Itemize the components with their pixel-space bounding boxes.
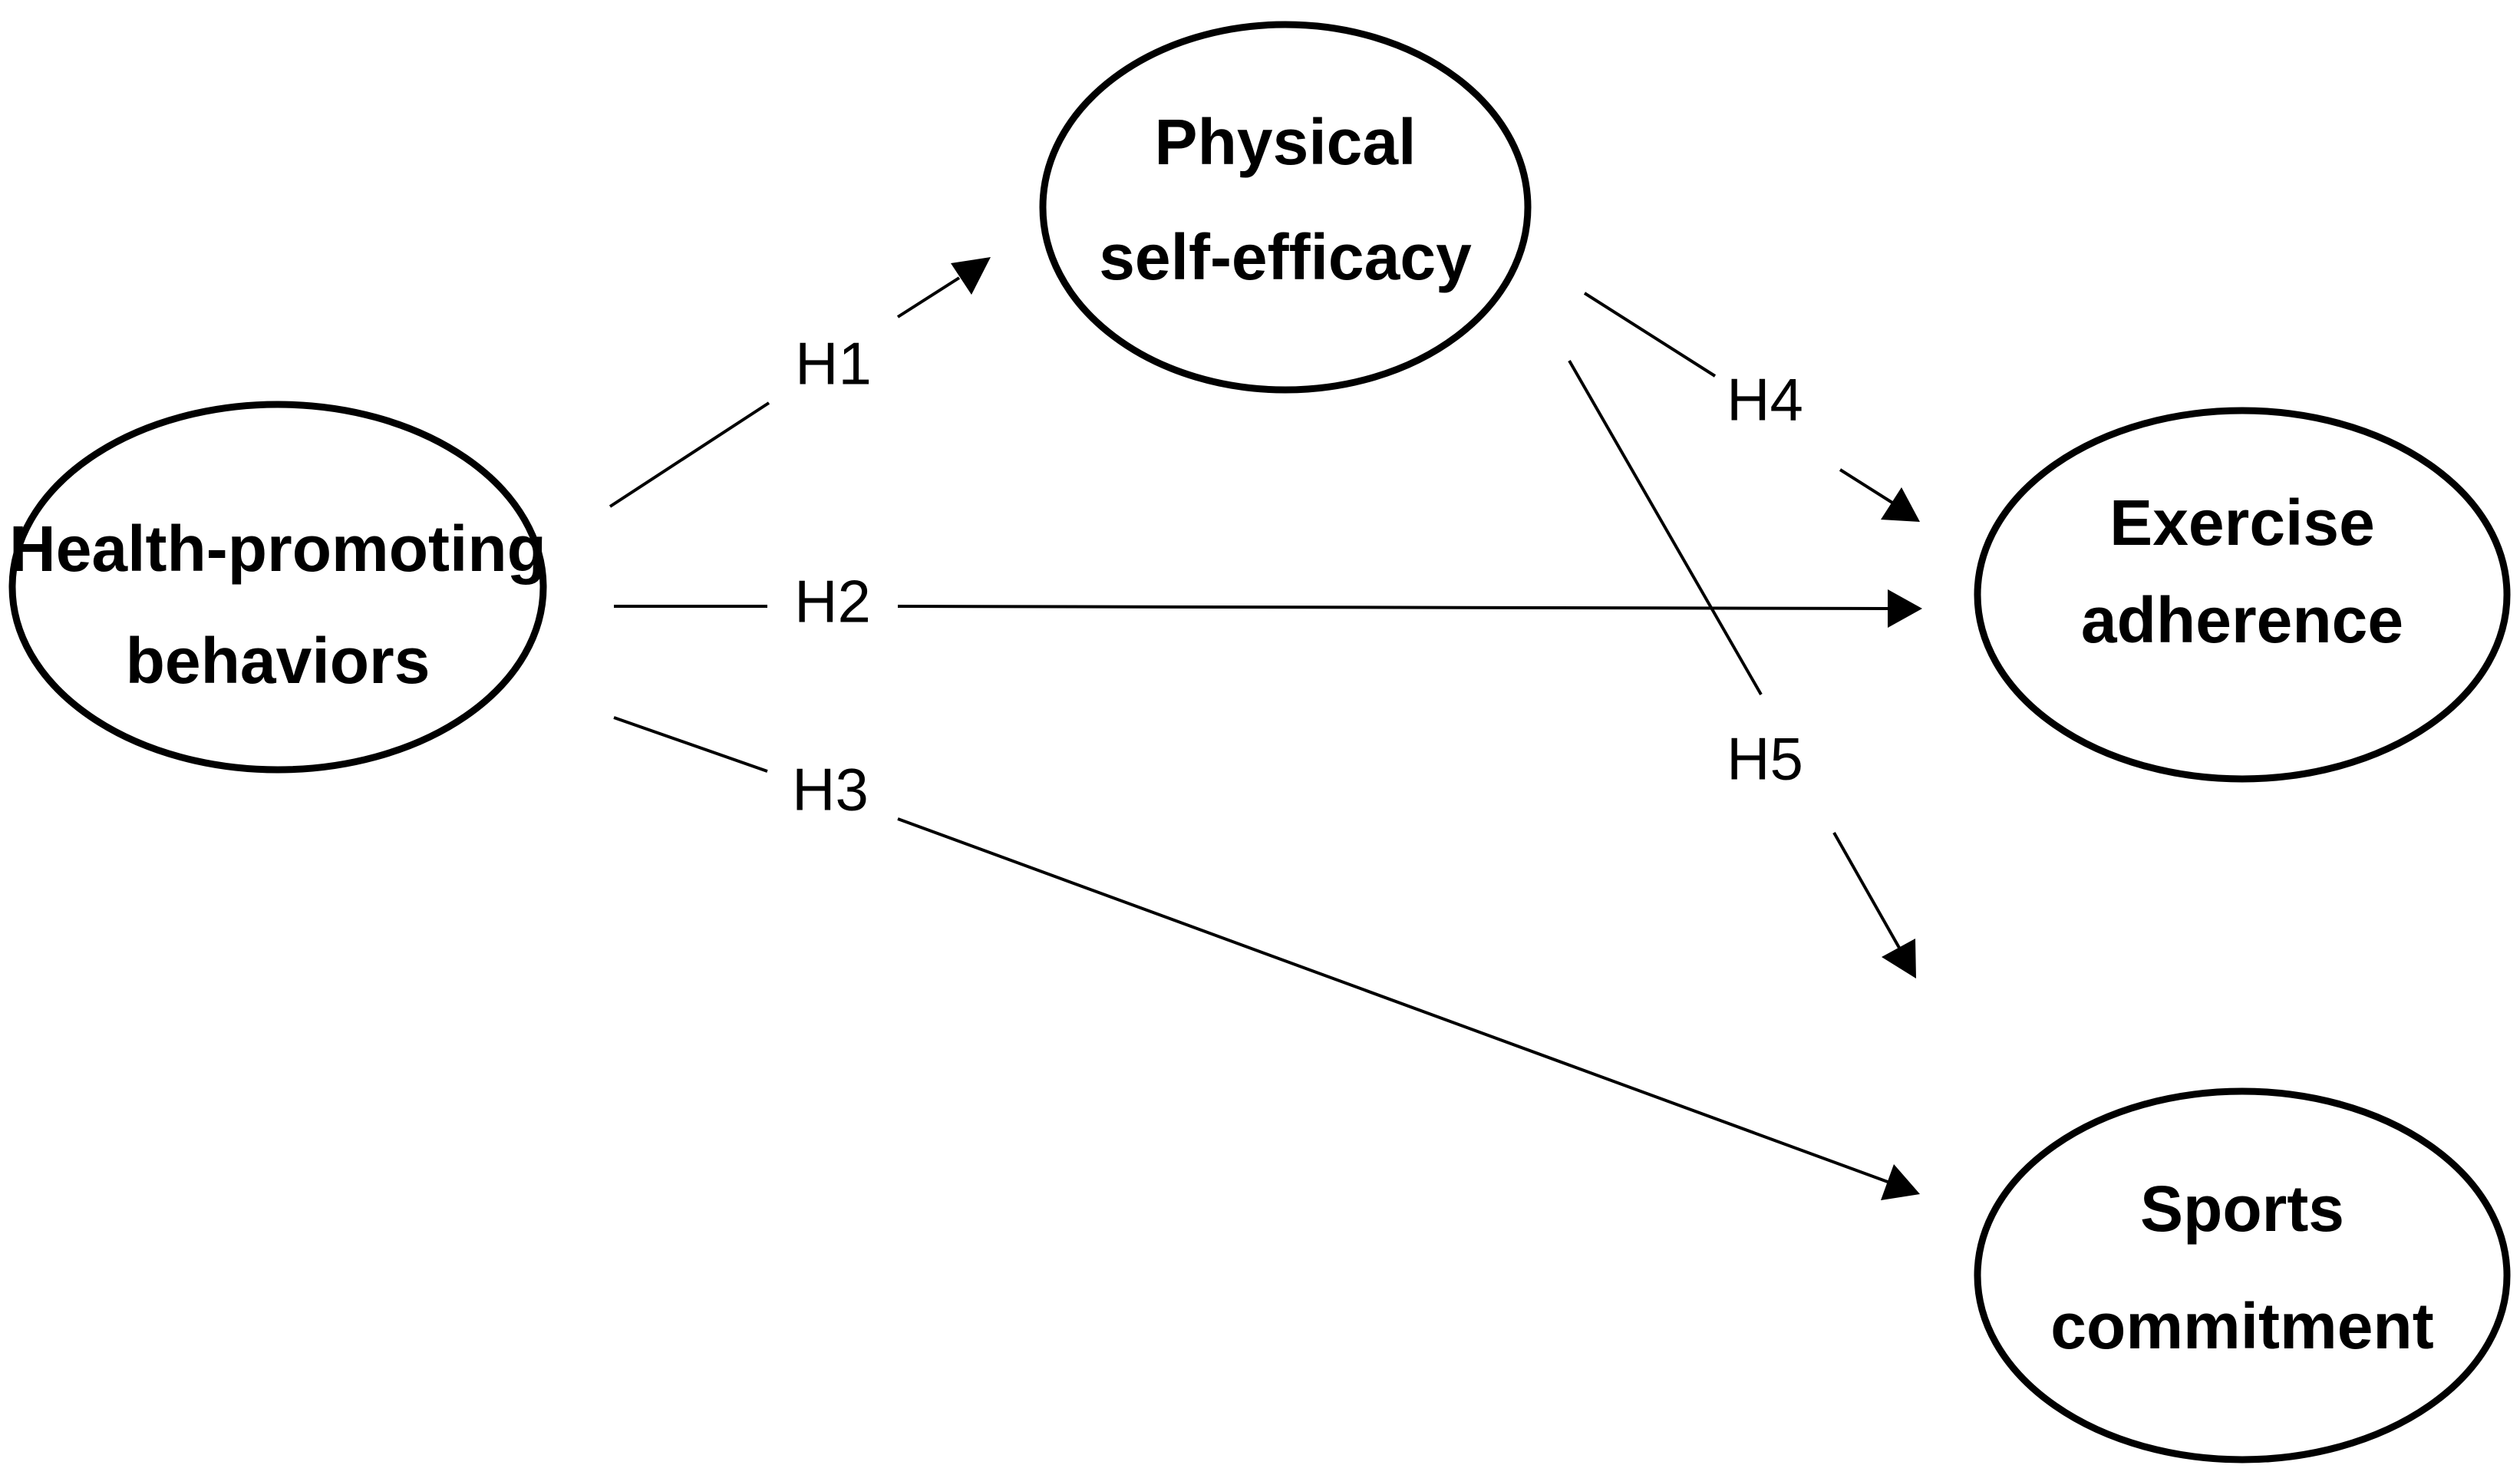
edge-h1: H1 bbox=[609, 257, 991, 508]
edge-h2-line-end bbox=[897, 605, 1888, 610]
node-physical-self-efficacy: Physical self-efficacy bbox=[1039, 21, 1532, 394]
edge-h4-line-end bbox=[1839, 468, 1894, 504]
edge-h3-arrowhead bbox=[1881, 1164, 1920, 1200]
node-exercise-adherence: Exercise adherence bbox=[1974, 407, 2511, 783]
edge-h3-line-end bbox=[897, 817, 1888, 1183]
node-physical-self-efficacy-ellipse bbox=[1039, 21, 1532, 394]
edge-h5: H5 bbox=[1568, 360, 1916, 978]
node-health-promoting-behaviors-ellipse bbox=[8, 401, 547, 774]
edge-h1-line-end bbox=[896, 276, 961, 318]
edge-h5-line-end bbox=[1832, 832, 1901, 949]
node-sports-commitment: Sports commitment bbox=[1974, 1087, 2511, 1463]
edge-h2-label: H2 bbox=[794, 568, 871, 635]
edge-h5-arrowhead bbox=[1882, 939, 1916, 978]
edge-h4: H4 bbox=[1583, 292, 1920, 522]
edge-h1-line-start bbox=[609, 401, 770, 508]
node-sports-commitment-ellipse bbox=[1974, 1087, 2511, 1463]
edge-h3: H3 bbox=[613, 716, 1920, 1200]
edge-h4-arrowhead bbox=[1881, 487, 1920, 522]
node-physical-self-efficacy-line-2: self-efficacy bbox=[1099, 221, 1472, 293]
edge-h1-arrowhead bbox=[951, 257, 991, 295]
node-exercise-adherence-line-1: Exercise bbox=[2109, 487, 2375, 559]
edge-h3-label: H3 bbox=[792, 756, 869, 823]
node-sports-commitment-line-2: commitment bbox=[2050, 1290, 2433, 1362]
node-exercise-adherence-line-2: adherence bbox=[2081, 584, 2403, 656]
edge-h2-arrowhead bbox=[1888, 589, 1922, 628]
edge-h4-label: H4 bbox=[1727, 366, 1803, 434]
node-health-promoting-behaviors-line-2: behaviors bbox=[126, 625, 430, 697]
edge-h1-label: H1 bbox=[795, 330, 872, 398]
node-sports-commitment-line-1: Sports bbox=[2140, 1173, 2344, 1245]
edge-h2: H2 bbox=[614, 568, 1922, 635]
edge-h5-line-start bbox=[1568, 360, 1763, 695]
node-physical-self-efficacy-line-1: Physical bbox=[1155, 106, 1417, 178]
node-health-promoting-behaviors-line-1: Health-promoting bbox=[9, 513, 546, 585]
edge-h5-label: H5 bbox=[1727, 725, 1803, 793]
node-health-promoting-behaviors: Health-promoting behaviors bbox=[8, 401, 547, 774]
node-exercise-adherence-ellipse bbox=[1974, 407, 2511, 783]
edge-h4-line-start bbox=[1583, 292, 1717, 378]
edge-h3-line-start bbox=[613, 716, 768, 773]
